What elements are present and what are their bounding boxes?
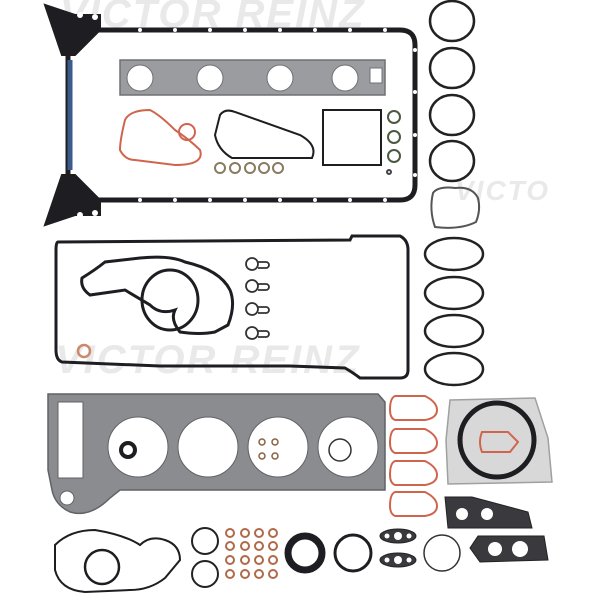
large-orings [428,0,476,183]
rear-main-seal [445,397,553,485]
oil-filter-housing-gasket-2 [469,535,549,563]
water-pump-gasket [80,255,235,335]
small-ring-seals [214,162,284,174]
small-orings-right [386,110,401,175]
square-cover-gasket [322,109,382,166]
thin-oring [423,534,461,572]
water-pump-cover-oring [83,548,121,586]
oil-cooler-ring [178,123,196,141]
irregular-oring [430,186,481,229]
crank-oring [333,533,373,573]
oil-cooler-gasket [118,108,202,167]
spark-plug-tube-seals [245,257,270,340]
water-pump-bore [140,268,200,332]
intake-manifold-seals [388,395,439,517]
front-crank-seal [284,532,326,574]
cylinder-head-gasket [47,393,386,515]
valve-cover-gasket [54,234,410,380]
timing-cover-gasket [213,109,315,159]
oval-orings [423,236,485,387]
oil-pan-gasket [43,3,418,227]
water-pump-cover-gasket [54,528,182,594]
copper-washer [76,343,92,359]
valve-stem-seals [225,528,278,579]
exhaust-manifold-gasket [119,59,386,96]
small-orings-pair [191,527,219,588]
